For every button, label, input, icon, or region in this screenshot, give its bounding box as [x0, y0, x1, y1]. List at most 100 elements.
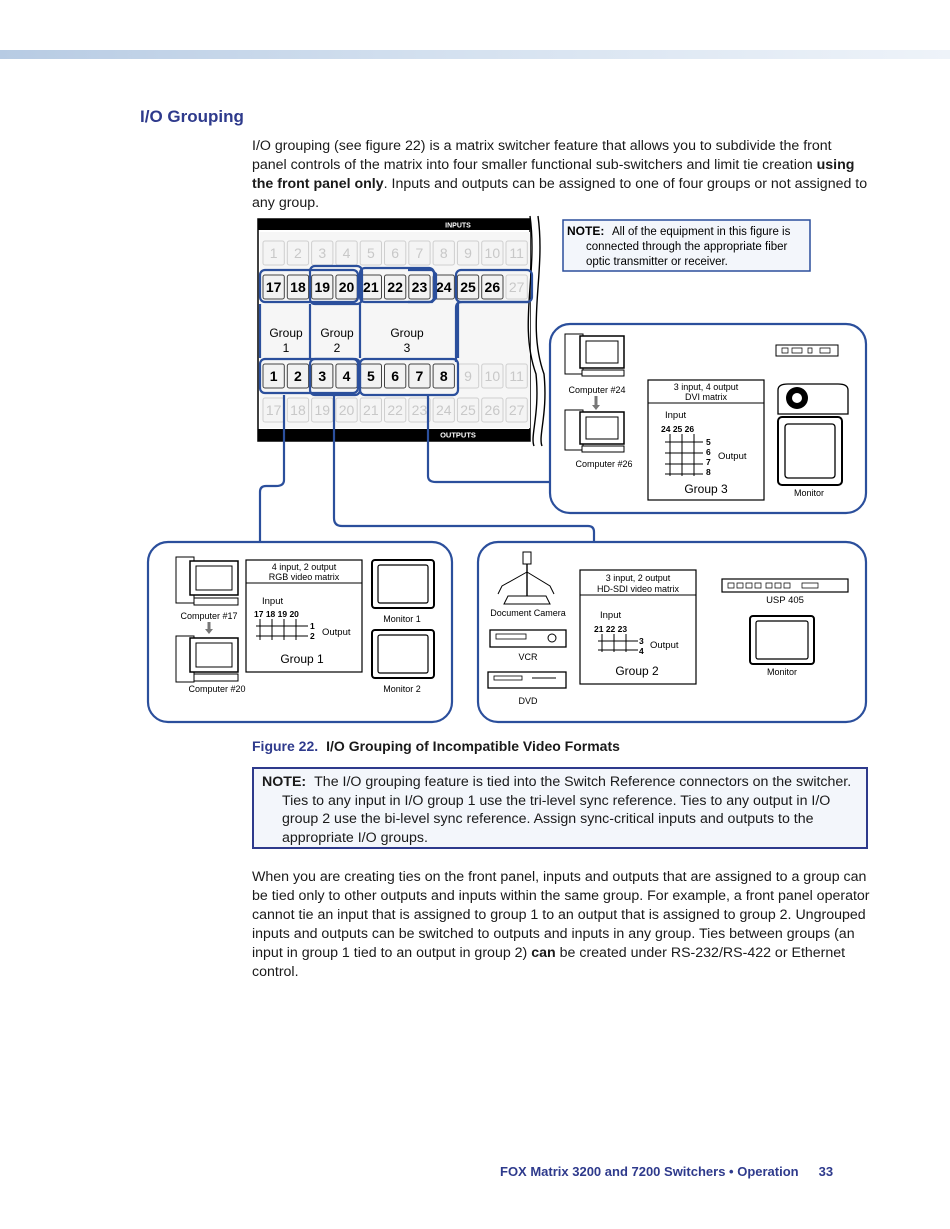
- panel-button-label: 26: [485, 402, 501, 418]
- intro-text-end: . Inputs and outputs can be assigned to …: [252, 176, 868, 211]
- intro-paragraph: I/O grouping (see figure 22) is a matrix…: [252, 137, 870, 213]
- body-paragraph: When you are creating ties on the front …: [252, 868, 870, 982]
- panel-button-label: 19: [314, 279, 330, 295]
- panel-button-label: 17: [266, 279, 282, 295]
- monitor-icon: [371, 559, 435, 609]
- group-1-name: Group 1: [280, 652, 324, 666]
- panel-button-label: 18: [290, 402, 306, 418]
- dvi-output-8: 8: [706, 467, 711, 477]
- panel-button-label: 4: [343, 245, 351, 261]
- note-text: The I/O grouping feature is tied into th…: [282, 774, 852, 846]
- group-3-monitor-label: Monitor: [794, 488, 824, 498]
- rgb-input-nums: 17 18 19 20: [254, 609, 299, 619]
- panel-button-label: 2: [294, 245, 302, 261]
- panel-button-label: 26: [485, 279, 501, 295]
- panel-button-label: 22: [387, 402, 403, 418]
- hdsdi-output-label: Output: [650, 640, 679, 651]
- page-footer: FOX Matrix 3200 and 7200 Switchers • Ope…: [500, 1164, 833, 1179]
- figure-caption: Figure 22.I/O Grouping of Incompatible V…: [252, 738, 620, 754]
- panel-button-label: 25: [460, 279, 476, 295]
- panel-button-label: 17: [266, 402, 282, 418]
- monitor-icon: [777, 416, 843, 486]
- panel-button: [384, 274, 407, 300]
- note-box: NOTE:The I/O grouping feature is tied in…: [252, 767, 868, 849]
- panel-button: [456, 240, 480, 266]
- panel-button-label: 22: [387, 279, 403, 295]
- panel-button: [286, 274, 310, 300]
- panel-button: [408, 240, 431, 266]
- panel-button-label: 1: [270, 245, 278, 261]
- vcr-label: VCR: [518, 652, 538, 662]
- panel-button: [481, 363, 504, 389]
- header-bar: [0, 50, 950, 59]
- panel-button: [505, 363, 528, 389]
- document-camera-icon: [497, 551, 555, 605]
- computer-icon: [175, 556, 239, 606]
- connector-lines: [258, 395, 596, 542]
- panel-button: [481, 240, 504, 266]
- computer-icon: [175, 635, 239, 683]
- panel-button: [311, 363, 334, 389]
- group-3-name: Group 3: [684, 482, 728, 496]
- dvi-input-nums: 24 25 26: [661, 424, 694, 434]
- computer-26-label: Computer #26: [575, 459, 632, 469]
- dvi-matrix-line1: 3 input, 4 output: [674, 382, 739, 392]
- panel-button-label: 9: [464, 368, 472, 384]
- hdsdi-output-3: 3: [639, 636, 644, 646]
- footer-title: FOX Matrix 3200 and 7200 Switchers • Ope…: [500, 1164, 799, 1179]
- panel-button-label: 9: [464, 245, 472, 261]
- note-label: NOTE:: [262, 774, 307, 790]
- group-2-monitor-label: Monitor: [767, 667, 797, 677]
- panel-button: [359, 397, 382, 423]
- monitor-1-label: Monitor 1: [383, 614, 421, 624]
- panel-button-label: 19: [314, 402, 330, 418]
- panel-button-label: 5: [367, 245, 375, 261]
- rgb-output-1: 1: [310, 621, 315, 631]
- panel-button: [384, 363, 407, 389]
- panel-button-label: 27: [509, 279, 525, 295]
- panel-button-label: 6: [391, 368, 399, 384]
- dvd-icon: [487, 671, 567, 689]
- inputs-label: INPUTS: [445, 223, 471, 230]
- panel-button-label: 10: [485, 245, 501, 261]
- panel-button: [286, 397, 310, 423]
- figure-note-line1: All of the equipment in this figure is: [612, 226, 791, 238]
- figure-note-label: NOTE:: [567, 224, 604, 238]
- computer-17-label: Computer #17: [180, 611, 237, 621]
- body-text: When you are creating ties on the front …: [252, 869, 870, 961]
- monitor-2-label: Monitor 2: [383, 684, 421, 694]
- hdsdi-matrix-line1: 3 input, 2 output: [606, 573, 671, 583]
- dvi-output-label: Output: [718, 451, 747, 462]
- hdsdi-matrix-line2: HD-SDI video matrix: [597, 584, 680, 594]
- panel-button: [384, 240, 407, 266]
- panel-button-label: 27: [509, 402, 525, 418]
- panel-button: [505, 274, 528, 300]
- panel-button-label: 21: [363, 279, 379, 295]
- document-camera-label: Document Camera: [490, 608, 566, 618]
- panel-button-label: 6: [391, 245, 399, 261]
- rgb-input-label: Input: [262, 596, 283, 607]
- panel-button: [262, 274, 285, 300]
- panel-button-label: 23: [412, 402, 428, 418]
- dvd-label: DVD: [518, 696, 538, 706]
- panel-button-label: 7: [416, 368, 424, 384]
- group-2-name: Group 2: [615, 664, 659, 678]
- panel-button-label: 24: [436, 279, 452, 295]
- panel-button-label: 8: [440, 245, 448, 261]
- panel-button-label: 24: [436, 402, 452, 418]
- figure-number: Figure 22.: [252, 738, 319, 754]
- panel-button: [456, 397, 480, 423]
- panel-button-label: 5: [367, 368, 375, 384]
- panel-button-label: 8: [440, 368, 448, 384]
- hdsdi-input-label: Input: [600, 610, 621, 621]
- computer-icon: [564, 409, 625, 453]
- panel-button: [481, 397, 504, 423]
- panel-button: [432, 363, 455, 389]
- group-2-label-line2: 2: [334, 341, 341, 355]
- panel-button-label: 4: [343, 368, 351, 384]
- rgb-output-label: Output: [322, 627, 351, 638]
